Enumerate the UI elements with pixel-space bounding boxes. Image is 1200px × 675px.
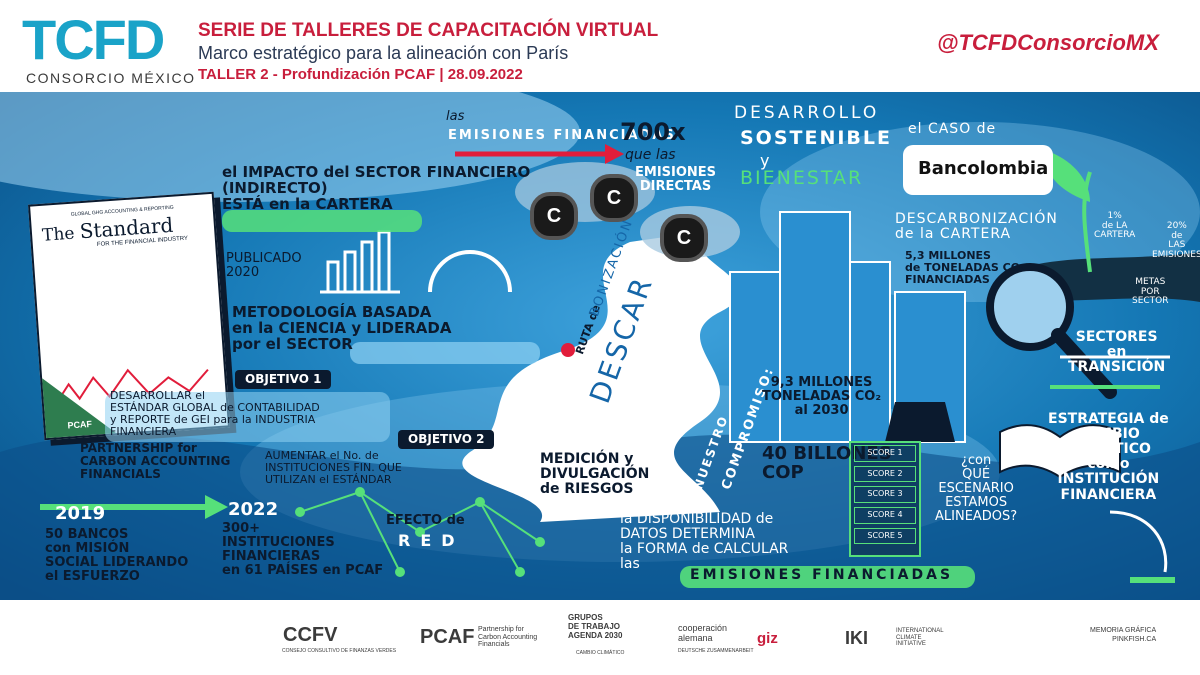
metodologia-text: METODOLOGÍA BASADA en la CIENCIA y LIDER… [232,303,452,354]
emisiones-directas-label: EMISIONES DIRECTAS [635,165,717,195]
pct-20-text: 20% de LAS EMISIONES [1152,221,1200,261]
plant-leaf [1047,152,1090,202]
objetivo-1-badge: OBJETIVO 1 [235,370,332,389]
timeline-arrowhead [205,495,228,519]
year-2019-text: 50 BANCOS con MISIÓN SOCIAL LIDERANDO el… [45,527,189,585]
pinkfish-credit: MEMORIA GRÁFICA PINKFISH.CA [1090,627,1157,644]
objetivo-1-highlight [105,392,390,442]
billones-text: 40 BILLONES COP [762,443,892,484]
escenario-text: ¿con QUÉ ESCENARIO ESTAMOS ALINEADOS? [935,453,1018,525]
bancolombia-logo: Bancolombia [918,158,1049,179]
ccfv-subtitle: CONSEJO CONSULTIVO DE FINANZAS VERDES [282,648,397,654]
workshop-subtitle: Marco estratégico para la alineación con… [198,43,569,63]
y-label: y [760,151,770,170]
carbon-coin: C [660,214,708,262]
objetivo-1-text: DESARROLLAR el ESTÁNDAR GLOBAL de CONTAB… [110,389,320,438]
coin-letter: C [546,205,562,227]
descarbonizacion-cartera-label: DESCARBONIZACIÓN de la CARTERA [895,211,1058,243]
plant-drawing [1082,171,1092,273]
map-pin-drawing [561,343,575,357]
partner-logos-footer: CCFV CONSEJO CONSULTIVO DE FINANZAS VERD… [0,600,1200,675]
cooperacion-alemana-logo: cooperación alemana [678,623,728,643]
bancolombia-logo-box [903,145,1053,195]
curved-arrow [1109,510,1168,573]
millones-53-text: 5,3 MILLONES de TONELADAS CO₂ FINANCIADA… [905,249,1025,286]
sostenible-label: SOSTENIBLE [740,127,892,149]
open-book-drawing [999,424,1121,479]
magnifier-drawing [986,263,1117,399]
decarbonization-road [462,232,740,522]
giz-logo: giz [757,630,778,647]
ccfv-logo: CCFV [283,624,338,646]
bar-chart-drawing [320,230,400,294]
social-handle: @TCFDConsorcioMX [937,30,1159,55]
network-drawing [295,487,545,577]
cambio-climatico-label: CAMBIO CLIMÁTICO [576,650,625,656]
pcaf-standard-book: The Standard GLOBAL GHG ACCOUNTING & REP… [27,191,231,441]
carbon-coin: C [530,192,578,240]
score-item: SCORE 3 [854,486,916,503]
year-2019: 2019 [55,503,106,524]
gauge-drawing [428,250,512,293]
que-las-label: que las [625,147,676,163]
estrategia-text: ESTRATEGIA de CAMBIO CLIMÁTICO como INST… [1048,411,1169,503]
sectores-text: SECTORES en TRANSICIÓN [1068,329,1166,376]
series-title: SERIE DE TALLERES DE CAPACITACIÓN VIRTUA… [198,20,659,41]
emissions-arrowhead [605,144,624,164]
objetivo-2-text: AUMENTAR el No. de INSTITUCIONES FIN. QU… [265,449,402,486]
sector-highlight [350,342,540,364]
score-list: SCORE 1 SCORE 2 SCORE 3 SCORE 4 SCORE 5 [854,445,916,545]
header: TCFD CONSORCIO MÉXICO SERIE DE TALLERES … [0,0,1200,92]
coin-letter: C [676,227,692,249]
underline-mark [1130,577,1175,583]
workshop-date: TALLER 2 - Profundización PCAF | 28.09.2… [198,66,523,83]
iki-subtitle: INTERNATIONAL CLIMATE INITIATIVE [896,628,944,648]
logo-main: TCFD [22,8,165,71]
partnership-text: PARTNERSHIP for CARBON ACCOUNTING FINANC… [80,441,231,481]
bienestar-label: BIENESTAR [740,167,864,189]
book-title-the: The [41,223,76,246]
score-item: SCORE 5 [854,527,916,545]
score-item: SCORE 1 [854,445,916,462]
score-item: SCORE 2 [854,465,916,483]
graphic-recording: The Standard GLOBAL GHG ACCOUNTING & REP… [0,92,1200,600]
year-2022-text: 300+ INSTITUCIONES FINANCIERAS en 61 PAÍ… [222,521,384,579]
light-swirl [0,92,580,202]
publicado-label: PUBLICADO 2020 [226,251,302,281]
grupos-trabajo-logo: GRUPOS DE TRABAJO AGENDA 2030 [568,613,623,640]
score-item: SCORE 4 [854,506,916,524]
disponibilidad-text: la DISPONIBILIDAD de DATOS DETERMINA la … [620,511,789,573]
emisiones-financiadas-2-label: EMISIONES FINANCIADAS [690,567,954,583]
year-2022: 2022 [228,499,279,520]
logo-subtitle: CONSORCIO MÉXICO [26,70,196,86]
medicion-text: MEDICIÓN y DIVULGACIÓN de RIESGOS [540,451,650,498]
pcaf-subtitle: Partnership for Carbon Accounting Financ… [478,626,538,649]
cartera-highlight [222,210,422,232]
emisiones-financiadas-highlight [680,566,975,588]
iki-logo: IKI [845,628,869,648]
emisiones-financiadas-label: EMISIONES FINANCIADAS [448,128,676,143]
efecto-label: EFECTO de [386,513,465,528]
metas-text: METAS POR SECTOR [1132,277,1169,307]
carbon-coin: C [590,174,638,222]
millones-93-text: 9,3 MILLONES TONELADAS CO₂ al 2030 [762,375,882,419]
red-label: RED [398,531,465,550]
las-label: las [446,109,465,124]
el-caso-de-label: el CASO de [908,121,997,137]
pct-1-text: 1% de LA CARTERA [1094,211,1136,241]
impacto-text: el IMPACTO del SECTOR FINANCIERO (INDIRE… [222,163,531,214]
tcfd-logo: TCFD [22,12,165,68]
book-badge: PCAF [67,418,93,431]
book-illustration [54,368,209,406]
pcaf-logo: PCAF [420,626,475,648]
weight-drawing [885,402,955,442]
objetivo-2-badge: OBJETIVO 2 [398,430,495,449]
cooperacion-subtitle: DEUTSCHE ZUSAMMENARBEIT [678,648,754,654]
700x-label: 700x [620,118,686,146]
desarrollo-label: DESARROLLO [734,103,880,123]
coin-letter: C [606,187,622,209]
